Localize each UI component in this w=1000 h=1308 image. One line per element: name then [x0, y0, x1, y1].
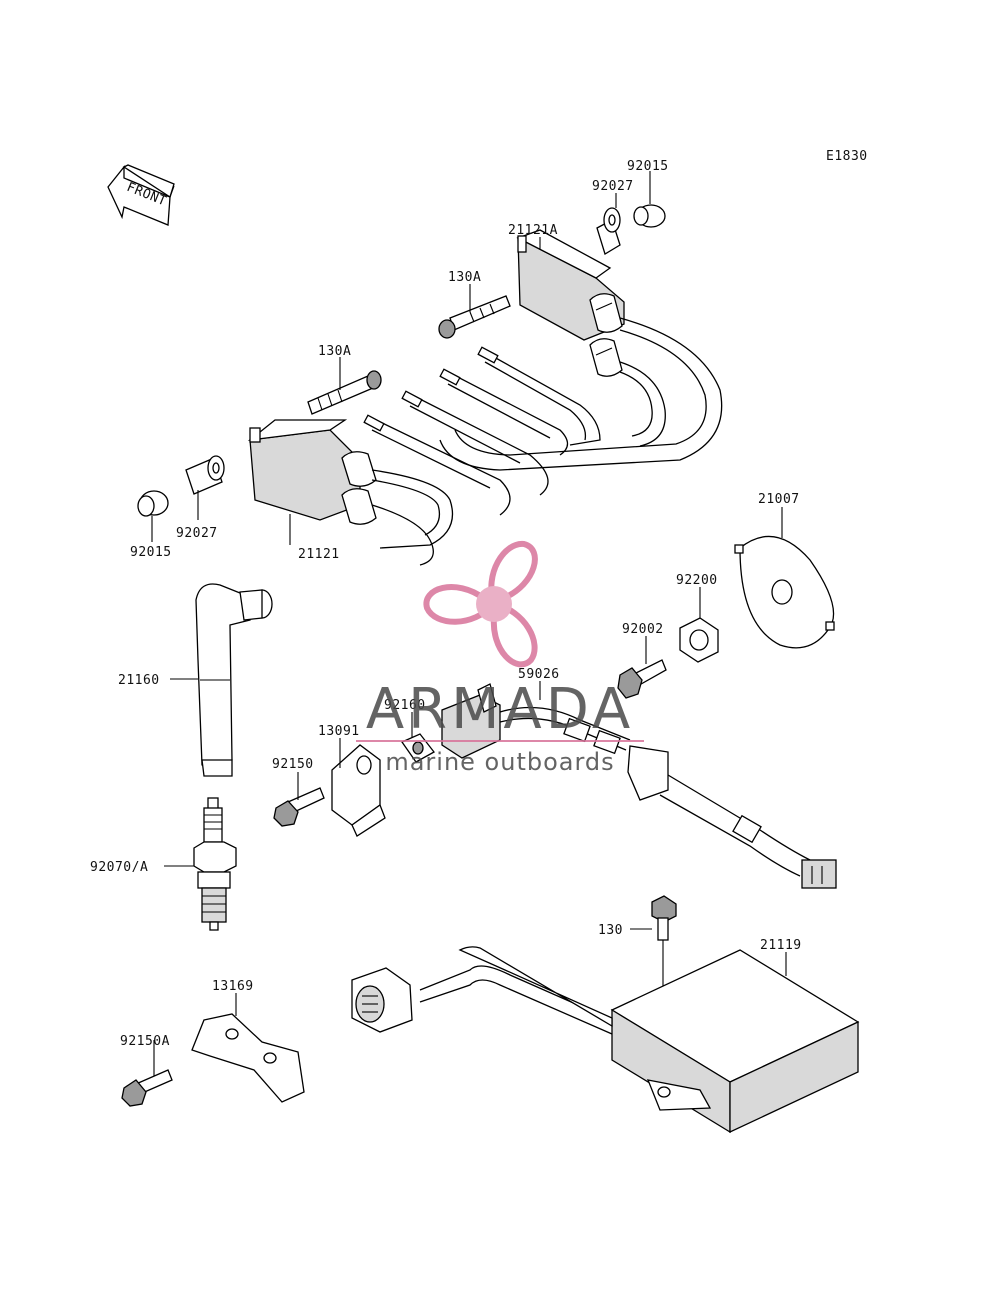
callout-92160: 92160: [384, 698, 426, 713]
bracket-13091: [331, 744, 386, 837]
callout-92027-top: 92027: [592, 179, 634, 194]
pulser-coil-59026: [441, 683, 837, 889]
callout-92150: 92150: [272, 757, 314, 772]
ignition-coil-21121A: [516, 229, 625, 377]
spark-plug-cap-21160: [195, 583, 273, 777]
front-arrow-icon: FRONT: [107, 164, 175, 226]
ignition-coil-21121: [247, 419, 454, 566]
callout-130A-top: 130A: [448, 270, 481, 285]
callout-130A-mid: 130A: [318, 344, 351, 359]
callout-13169: 13169: [212, 979, 254, 994]
nut-92200: [679, 617, 719, 663]
spark-plug-92070: [193, 797, 237, 931]
diagram-code: E1830: [826, 149, 868, 164]
coil-lead-wires-top: [363, 317, 723, 516]
callout-130: 130: [598, 923, 623, 938]
callout-labels: 92015 92027 21121A 130A 130A 92027 92015…: [90, 159, 802, 1049]
collar-92027-left: [185, 455, 225, 495]
igniter-unit-21119: [351, 946, 860, 1134]
callout-92015-top: 92015: [627, 159, 669, 174]
callout-21007: 21007: [758, 492, 800, 507]
callout-92150A: 92150A: [120, 1034, 170, 1049]
callout-92070A: 92070/A: [90, 860, 148, 875]
bolt-92002: [617, 659, 667, 699]
callout-21160: 21160: [118, 673, 160, 688]
leader-lines: [151, 171, 787, 1076]
rotor-plate-21007: [734, 535, 835, 649]
propeller-icon: [423, 541, 538, 668]
callout-59026: 59026: [518, 667, 560, 682]
bolt-92150: [273, 787, 325, 827]
callout-21119: 21119: [760, 938, 802, 953]
callout-92200: 92200: [676, 573, 718, 588]
grommet-92015-top: [633, 204, 666, 228]
callout-92015-left: 92015: [130, 545, 172, 560]
callout-13091: 13091: [318, 724, 360, 739]
watermark-tagline: marine outboards: [385, 748, 614, 776]
bracket-13169: [191, 1013, 305, 1103]
armada-logo: ARMADA marine outboards: [356, 541, 644, 776]
collar-92027-top: [596, 207, 621, 255]
callout-92027-left: 92027: [176, 526, 218, 541]
callout-92002: 92002: [622, 622, 664, 637]
bolt-130A-top: [438, 295, 511, 339]
bolt-130A-mid: [307, 370, 382, 415]
callout-21121: 21121: [298, 547, 340, 562]
watermark-brand: ARMADA: [366, 677, 634, 742]
grommet-92015-left: [137, 490, 169, 517]
bolt-92150A: [121, 1069, 173, 1107]
callout-21121A: 21121A: [508, 223, 558, 238]
